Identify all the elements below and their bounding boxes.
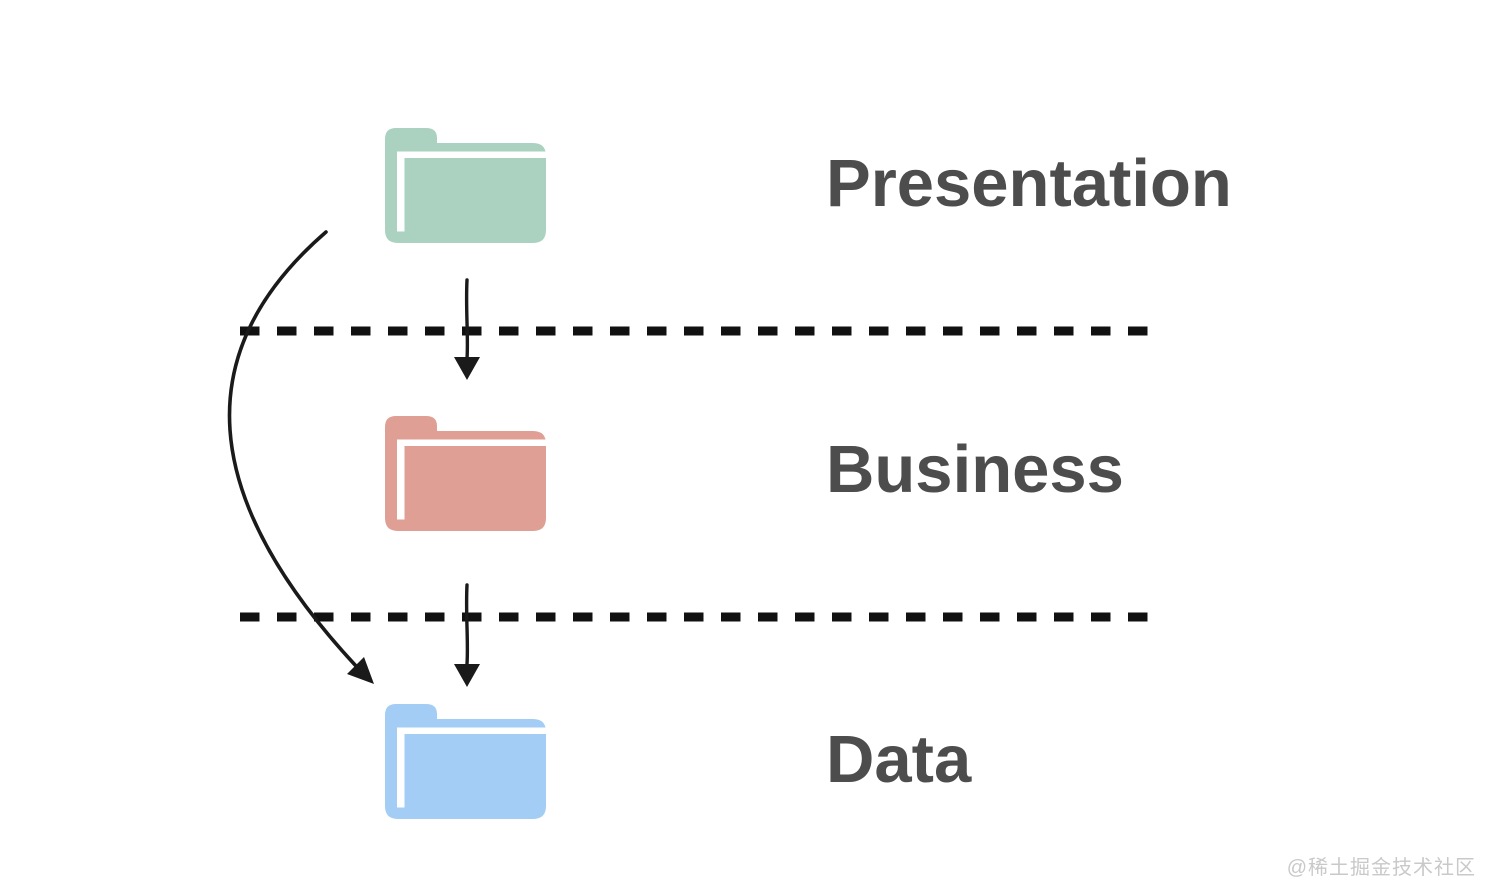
watermark: @稀土掘金技术社区	[1286, 857, 1476, 879]
arrowhead-business-to-data-icon	[454, 664, 480, 687]
folder-fold-line	[397, 727, 546, 734]
folder-shape	[385, 704, 546, 819]
folder-fold-line	[397, 151, 405, 232]
layer-label-business: Business	[826, 432, 1124, 507]
layer-label-presentation: Presentation	[826, 146, 1232, 221]
folder-icon-data	[385, 704, 546, 819]
folder-shape	[385, 416, 546, 531]
folder-fold-line	[397, 151, 546, 158]
arrowhead-presentation-to-data-icon	[347, 657, 374, 684]
layer-label-data: Data	[826, 722, 972, 797]
arrow-presentation-to-business	[464, 278, 470, 361]
folder-icon-presentation	[385, 128, 546, 243]
arrow-business-to-data	[464, 583, 470, 666]
folder-shape	[385, 128, 546, 243]
folder-fold-line	[397, 727, 405, 808]
folder-icon-business	[385, 416, 546, 531]
folder-fold-line	[397, 439, 546, 446]
folder-fold-line	[397, 439, 405, 520]
arrowhead-presentation-to-business-icon	[454, 357, 480, 380]
arrow-presentation-to-data-curved	[227, 230, 358, 668]
